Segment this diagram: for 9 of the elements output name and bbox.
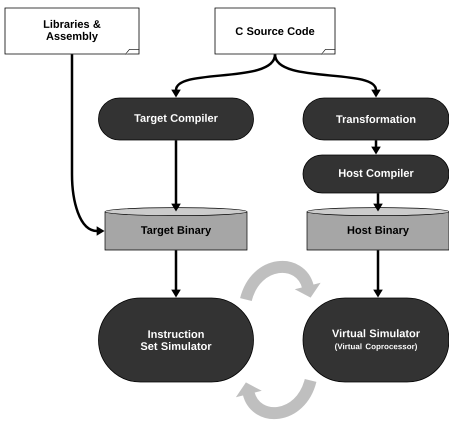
binary-cylinder: Host Binary	[306, 207, 449, 250]
document-box: Libraries & Assembly	[4, 8, 140, 55]
simulator-pill: Instruction Set Simulator	[98, 298, 254, 382]
binary-cylinder: Target Binary	[104, 207, 248, 250]
process-pill: Transformation	[302, 98, 449, 140]
process-pill: Host Compiler	[302, 154, 449, 194]
process-pill: Target Compiler	[98, 98, 254, 140]
document-box: C Source Code	[214, 8, 336, 55]
simulator-pill: Virtual Simulator (Virtual Coprocessor)	[302, 298, 449, 382]
